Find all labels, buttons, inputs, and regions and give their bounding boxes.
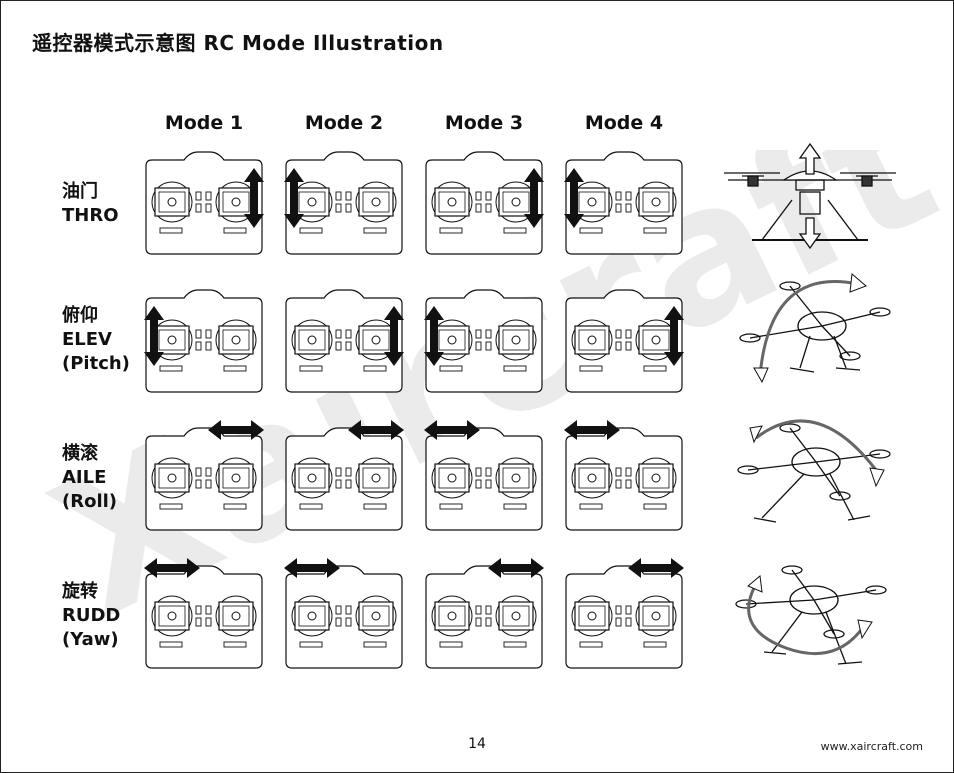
- transmitter-icon-thro-mode-4: [564, 151, 683, 255]
- transmitter-icon-thro-mode-1: [145, 151, 264, 255]
- mode-label-4: Mode 4: [584, 112, 664, 134]
- transmitter-icon-elev-mode-2: [285, 289, 404, 393]
- transmitter-icon-rudd-mode-4: [565, 558, 684, 669]
- row-label-cn: 油门: [62, 181, 98, 202]
- stick-arrow-icon: [384, 306, 404, 366]
- row-label-aile: 横滚 AILE (Roll): [62, 442, 117, 514]
- stick-arrow-icon: [284, 558, 340, 578]
- row-label-en: ELEV: [62, 329, 112, 350]
- transmitter-icon-elev-mode-1: [144, 289, 263, 393]
- transmitter-icon-thro-mode-2: [284, 151, 403, 255]
- page-title: 遥控器模式示意图 RC Mode Illustration: [32, 31, 444, 55]
- row-label-sub: (Yaw): [62, 629, 119, 650]
- drone-throttle-icon: [724, 142, 896, 250]
- stick-arrow-icon: [488, 558, 544, 578]
- transmitter-icon-thro-mode-3: [425, 151, 544, 255]
- transmitter-icon-rudd-mode-1: [144, 558, 263, 669]
- row-label-sub: (Roll): [62, 491, 118, 512]
- drone-yaw-icon: [735, 565, 887, 665]
- stick-arrow-icon: [564, 168, 584, 228]
- transmitter-icon-aile-mode-4: [564, 420, 683, 531]
- transmitter-icon-rudd-mode-2: [284, 558, 403, 669]
- row-label-cn: 横滚: [62, 443, 98, 464]
- row-label-cn: 旋转: [62, 581, 98, 602]
- drone-roll-icon: [737, 419, 891, 523]
- transmitter-icon-aile-mode-2: [285, 420, 404, 531]
- stick-arrow-icon: [284, 168, 304, 228]
- stick-arrow-icon: [208, 420, 264, 440]
- row-label-cn: 俯仰: [62, 305, 98, 326]
- stick-arrow-icon: [348, 420, 404, 440]
- stick-arrow-icon: [628, 558, 684, 578]
- stick-arrow-icon: [524, 168, 544, 228]
- website-link[interactable]: www.xaircraft.com: [820, 740, 923, 753]
- transmitter-icon-aile-mode-1: [145, 420, 264, 531]
- stick-arrow-icon: [564, 420, 620, 440]
- page-number: 14: [468, 736, 486, 752]
- transmitter-icon-rudd-mode-3: [425, 558, 544, 669]
- transmitter-icon-elev-mode-4: [565, 289, 684, 393]
- row-label-sub: (Pitch): [62, 353, 130, 374]
- stick-arrow-icon: [424, 306, 444, 366]
- row-label-en: RUDD: [62, 605, 121, 626]
- transmitter-icon-aile-mode-3: [424, 420, 543, 531]
- mode-label-1: Mode 1: [164, 112, 244, 134]
- transmitter-icon-elev-mode-3: [424, 289, 543, 393]
- stick-arrow-icon: [664, 306, 684, 366]
- stick-arrow-icon: [144, 558, 200, 578]
- stick-arrow-icon: [244, 168, 264, 228]
- row-label-en: AILE: [62, 467, 107, 488]
- stick-arrow-icon: [424, 420, 480, 440]
- mode-label-2: Mode 2: [304, 112, 384, 134]
- row-label-en: THRO: [62, 205, 119, 226]
- mode-label-3: Mode 3: [444, 112, 524, 134]
- row-label-rudd: 旋转 RUDD (Yaw): [62, 580, 120, 652]
- stick-arrow-icon: [144, 306, 164, 366]
- row-label-thro: 油门 THRO: [62, 180, 119, 228]
- drone-pitch-icon: [739, 273, 891, 384]
- row-label-elev: 俯仰 ELEV (Pitch): [62, 304, 130, 376]
